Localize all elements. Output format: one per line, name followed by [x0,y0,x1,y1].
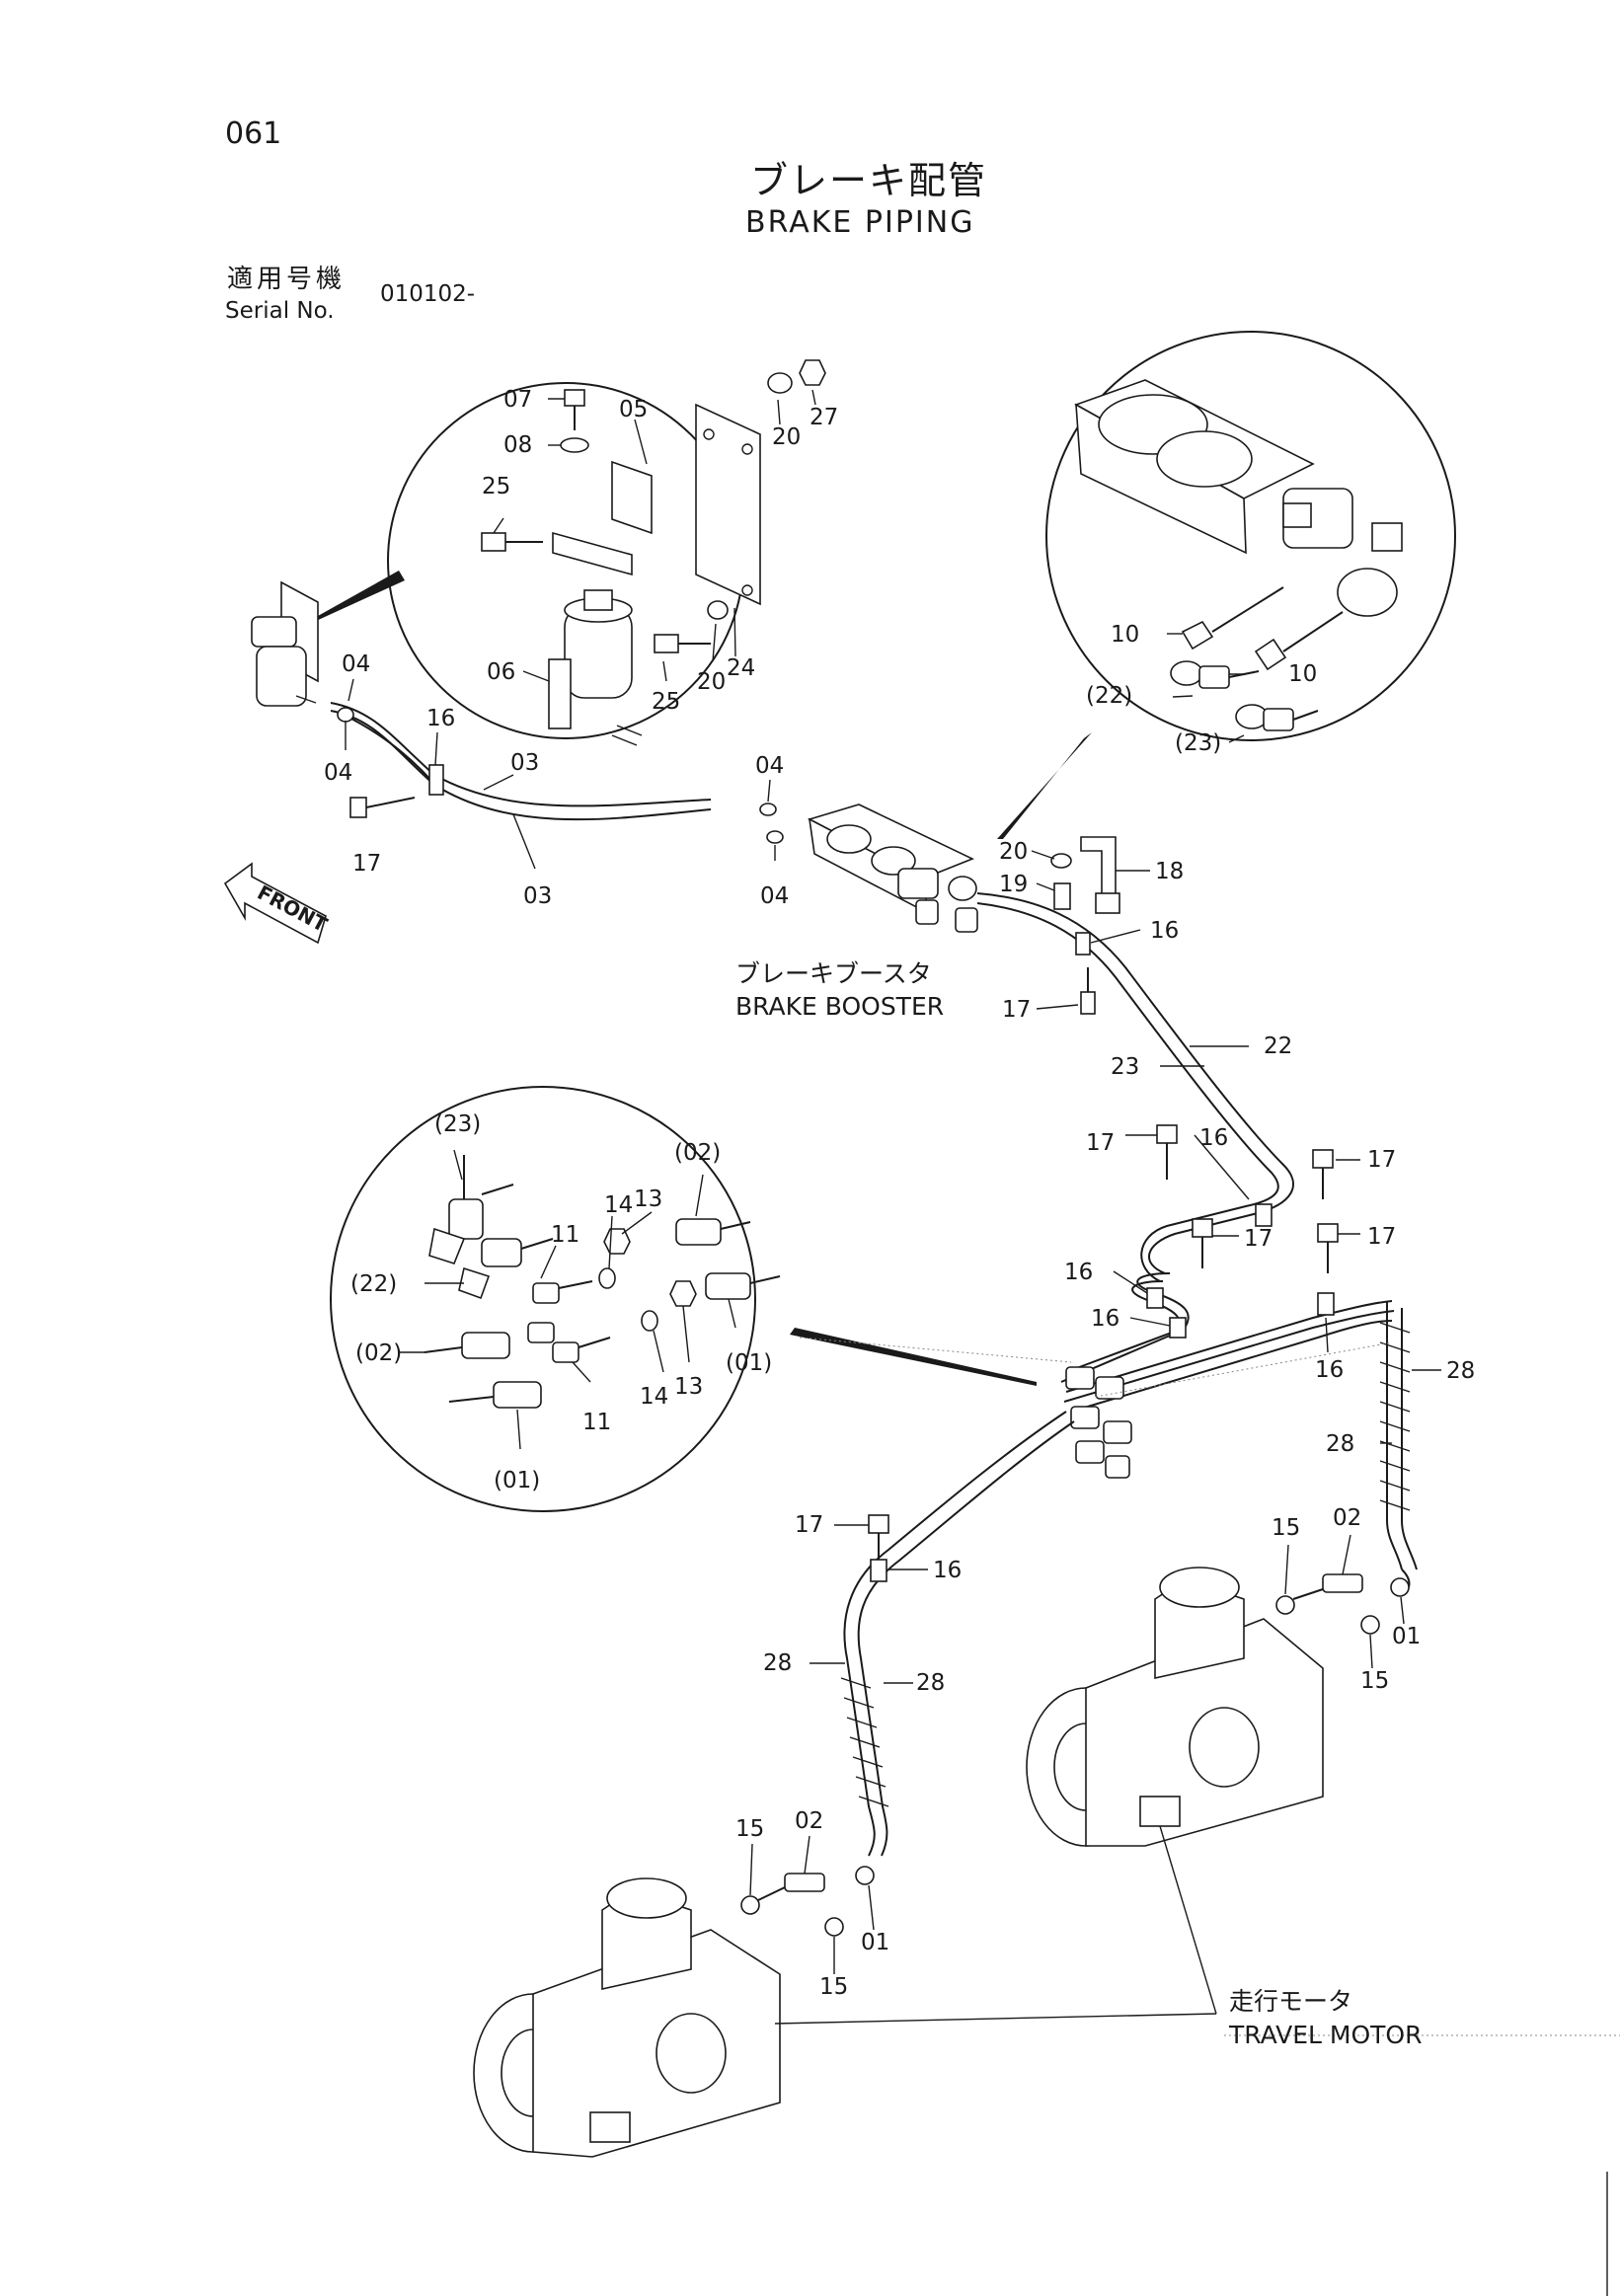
detail-callout-13: 13 [634,1186,662,1212]
callout-20: 20 [999,839,1028,865]
callout-16: 16 [933,1558,962,1583]
callout-15: 15 [819,1974,848,2000]
detail-callout-02-ref: (02) [355,1340,402,1366]
callout-04: 04 [342,651,370,677]
callout-17: 17 [1244,1226,1273,1252]
callout-27: 27 [810,405,838,430]
callout-06: 06 [487,659,515,685]
callout-17: 17 [352,851,381,877]
callout-16: 16 [426,706,455,731]
callout-01: 01 [1392,1624,1421,1649]
callout-15: 15 [735,1816,764,1842]
detail-callout-14: 14 [640,1384,668,1410]
serial-number-value: 010102- [380,281,476,307]
callout-07: 07 [503,387,532,413]
callout-23-ref: (23) [1175,730,1221,756]
detail-callout-02-ref: (02) [674,1140,721,1166]
callout-28: 28 [916,1670,945,1696]
callout-22: 22 [1264,1033,1292,1059]
callout-23: 23 [1111,1054,1139,1080]
callout-04: 04 [324,760,352,786]
detail-callout-14: 14 [604,1192,633,1218]
mid-pipe-junction: 17 16 17 17 17 16 16 16 28 28 [1060,1124,1475,1570]
callout-03: 03 [523,883,552,909]
detail-circle-fittings: (23) (02) 14 13 11 (22) (02) (01) 14 13 … [330,1086,1072,1512]
brake-booster-label-jp: ブレーキブースタ [735,959,932,988]
travel-motor-left: 15 02 15 01 [473,1808,889,2158]
callout-01: 01 [861,1930,889,1955]
callout-04: 04 [755,753,784,779]
callout-24: 24 [727,655,755,681]
callout-10: 10 [1111,622,1139,648]
detail-callout-11: 11 [551,1222,579,1248]
callout-04: 04 [760,883,789,909]
callout-17: 17 [1086,1130,1115,1156]
callout-17: 17 [1367,1224,1396,1250]
callout-08: 08 [503,432,532,458]
callout-16: 16 [1064,1260,1093,1285]
callout-10: 10 [1288,661,1317,687]
callout-02: 02 [1333,1505,1361,1531]
callout-17: 17 [1002,997,1031,1023]
callout-25: 25 [482,474,510,499]
callout-20: 20 [772,424,801,450]
callout-05: 05 [619,397,648,422]
callout-16: 16 [1150,918,1179,944]
callout-16: 16 [1091,1306,1119,1332]
detail-callout-23-ref: (23) [434,1111,481,1137]
travel-motor-label-en: TRAVEL MOTOR [1228,2021,1422,2049]
serial-label-english: Serial No. [225,298,335,324]
page-number: 061 [225,116,282,151]
callout-19: 19 [999,872,1028,897]
callout-15: 15 [1360,1668,1389,1694]
detail-callout-13: 13 [674,1374,703,1400]
title-japanese: ブレーキ配管 [750,159,988,202]
detail-circle-booster-fittings: 10 (22) 10 (23) [997,331,1456,839]
detail-callout-01-ref: (01) [726,1350,772,1376]
detail-circle-valve-bracket: 07 08 05 20 27 25 06 25 20 24 [314,359,838,746]
travel-motor-label-jp: 走行モータ [1229,1987,1352,2016]
callout-17: 17 [1367,1147,1396,1173]
upper-pipe-assembly: 04 04 16 03 03 17 04 04 [251,580,978,933]
callout-03: 03 [510,750,539,776]
right-pipe-run: 20 19 18 16 17 22 23 [976,836,1294,1282]
travel-motor-right: 15 02 15 01 [1026,1505,1421,1847]
callout-15: 15 [1272,1515,1300,1541]
callout-28: 28 [1446,1358,1475,1384]
detail-callout-22-ref: (22) [350,1271,397,1297]
serial-label-japanese: 適用号機 [227,265,347,294]
callout-25: 25 [652,689,680,715]
callout-20: 20 [697,669,726,695]
callout-02: 02 [795,1808,823,1834]
callout-16: 16 [1199,1125,1228,1151]
callout-28: 28 [763,1650,792,1676]
detail-callout-01-ref: (01) [494,1468,540,1493]
callout-18: 18 [1155,859,1184,884]
callout-22-ref: (22) [1086,683,1132,709]
lower-pipe-run: 17 16 28 28 [763,1411,1075,1857]
brake-booster-label-en: BRAKE BOOSTER [735,992,944,1021]
detail-callout-11: 11 [582,1410,611,1435]
front-direction-arrow: FRONT [223,862,332,945]
title-english: BRAKE PIPING [745,205,975,240]
callout-28: 28 [1326,1431,1354,1457]
callout-17: 17 [795,1512,823,1538]
callout-16: 16 [1315,1357,1344,1383]
